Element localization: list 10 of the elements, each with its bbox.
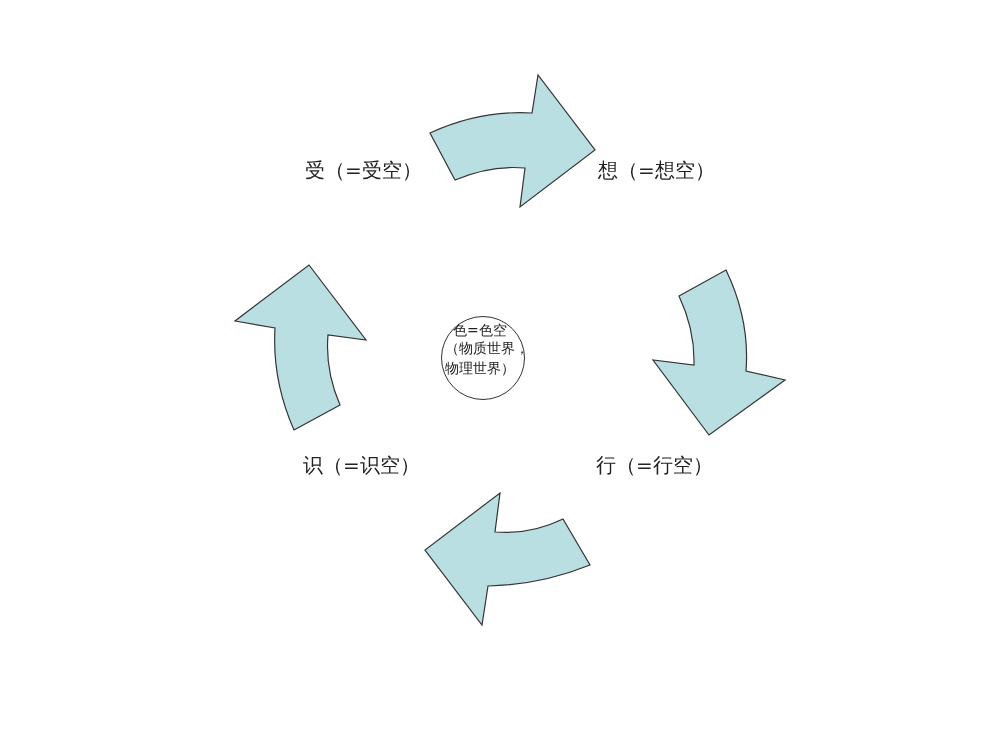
block-arrow [234, 264, 367, 431]
term-label: 识（=识空） [303, 453, 420, 477]
term-label: 行（=行空） [596, 453, 713, 477]
block-arrow [652, 269, 786, 436]
block-arrow [429, 74, 596, 208]
term-label: 想（=想空） [598, 158, 715, 182]
term-label: 受（=受空） [305, 158, 422, 182]
circle-note: （物质世界，物理世界） [445, 339, 530, 378]
circle-heading: 色=色空 [453, 321, 508, 340]
block-arrow [424, 492, 591, 626]
